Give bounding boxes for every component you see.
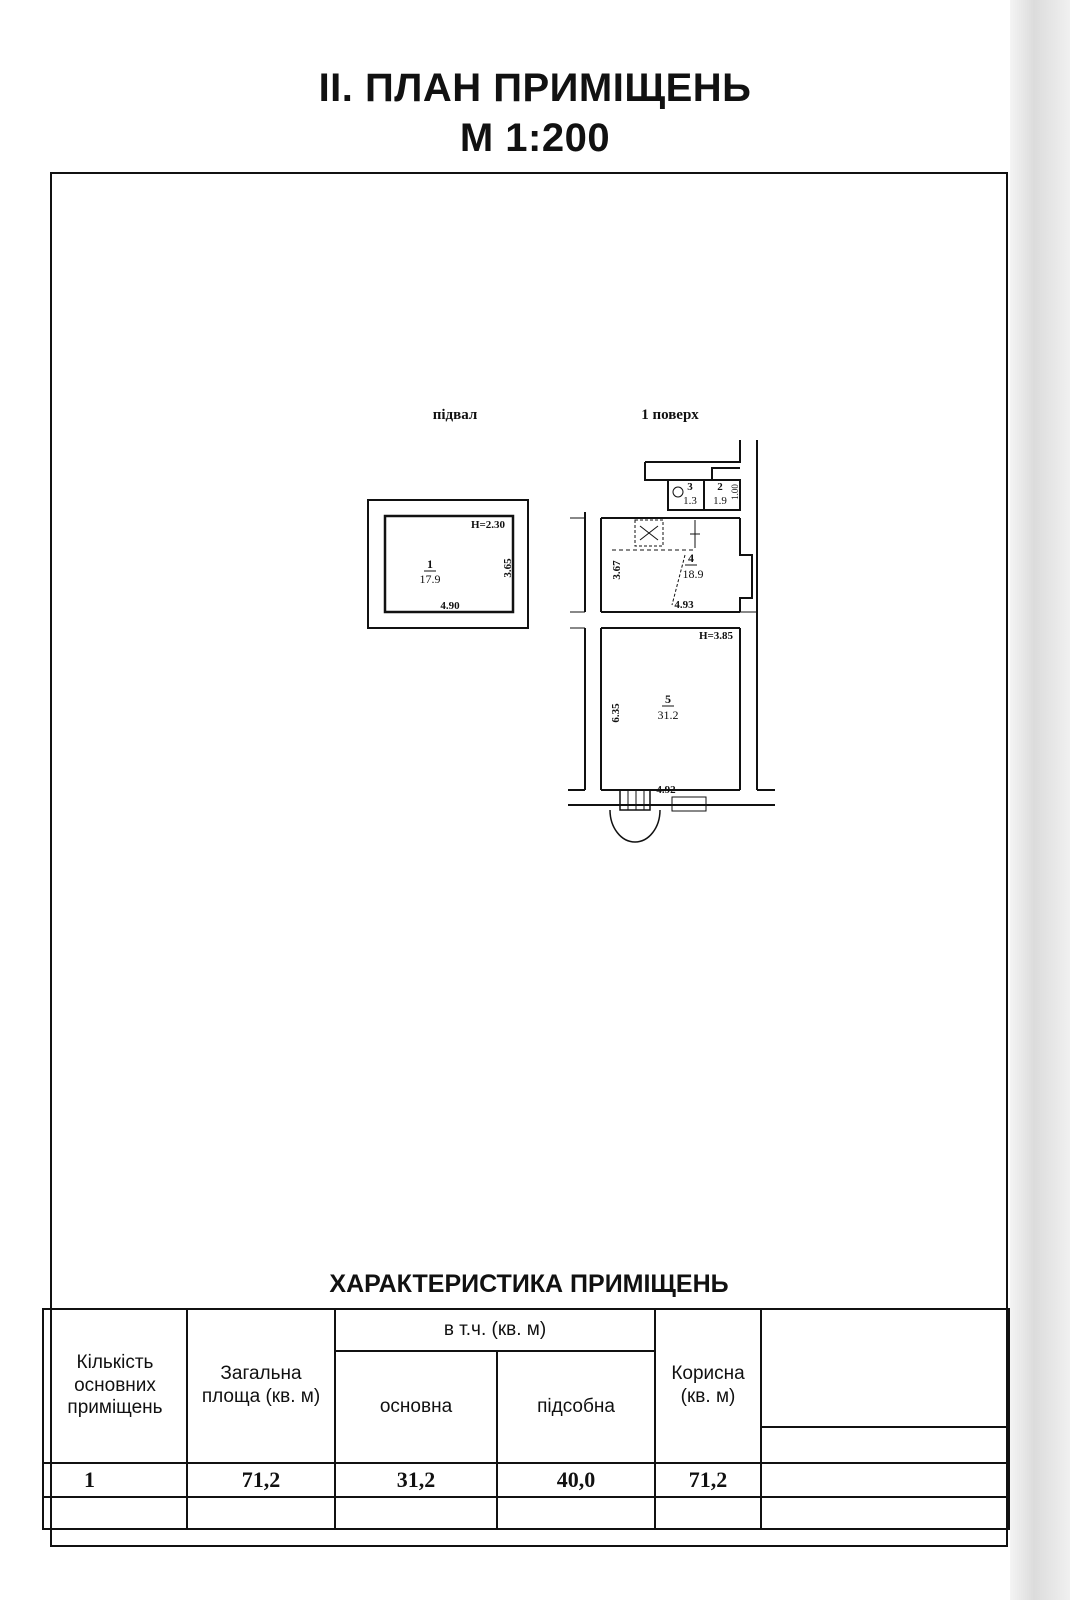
header-main: основна <box>334 1350 498 1464</box>
floor1-fixtures <box>612 486 700 606</box>
floor1-plan <box>568 440 775 843</box>
room-4-area: 18.9 <box>683 567 704 581</box>
page-edge-shadow <box>1010 0 1070 1600</box>
empty-cell <box>654 1496 763 1530</box>
room-5-number: 5 <box>665 692 671 706</box>
value-count: 1 <box>42 1462 188 1498</box>
header-count: Кількість основних приміщень <box>42 1308 188 1464</box>
header-aux: підсобна <box>495 1350 657 1464</box>
room-4-width: 4.93 <box>674 599 694 611</box>
value-empty <box>760 1462 1011 1498</box>
room-1-width: 4.90 <box>440 600 460 612</box>
room-5-area: 31.2 <box>658 708 679 722</box>
header-empty-2 <box>760 1426 1011 1464</box>
characteristics-title: ХАРАКТЕРИСТИКА ПРИМІЩЕНЬ <box>329 1270 729 1298</box>
room-2-area: 1.9 <box>713 495 727 507</box>
empty-cell <box>760 1496 1011 1530</box>
characteristics-table: Кількість основних приміщень Загальна пл… <box>42 1308 1011 1530</box>
empty-cell <box>495 1496 657 1530</box>
room-5-depth: 6.35 <box>610 703 622 723</box>
empty-cell <box>42 1496 188 1530</box>
room-4-depth: 3.67 <box>611 560 623 580</box>
header-empty <box>760 1308 1011 1428</box>
basement-plan <box>367 499 529 629</box>
room-2-number: 2 <box>717 481 723 493</box>
basement-height: H=2.30 <box>471 519 506 531</box>
plan-title: ІІ. ПЛАН ПРИМІЩЕНЬ <box>318 66 752 110</box>
header-incl: в т.ч. (кв. м) <box>333 1308 657 1352</box>
value-useful: 71,2 <box>654 1462 763 1498</box>
plan-scale: М 1:200 <box>459 116 611 160</box>
room-5-width: 4.92 <box>656 784 676 796</box>
room-1-number: 1 <box>427 557 433 571</box>
header-total: Загальна площа (кв. м) <box>186 1308 336 1464</box>
floor1-label: 1 поверх <box>641 407 699 423</box>
header-useful: Корисна (кв. м) <box>654 1308 763 1464</box>
floor-plan-drawing: підвал 1 поверх H=2.30 1 17.9 3.65 4.90 <box>367 407 775 843</box>
room-4-number: 4 <box>688 551 694 565</box>
basement-label: підвал <box>433 407 478 423</box>
value-aux: 40,0 <box>495 1462 657 1498</box>
room-3-number: 3 <box>687 481 693 493</box>
room-1-depth: 3.65 <box>502 558 514 578</box>
value-main: 31,2 <box>334 1462 498 1498</box>
room-3-area: 1.3 <box>683 495 697 507</box>
value-total: 71,2 <box>186 1462 336 1498</box>
plan-frame <box>50 172 1008 1547</box>
floor1-height: H=3.85 <box>699 630 734 642</box>
room-2-dim: 1.00 <box>730 484 740 500</box>
room-1-area: 17.9 <box>420 572 441 586</box>
empty-cell <box>186 1496 336 1530</box>
empty-cell <box>334 1496 498 1530</box>
